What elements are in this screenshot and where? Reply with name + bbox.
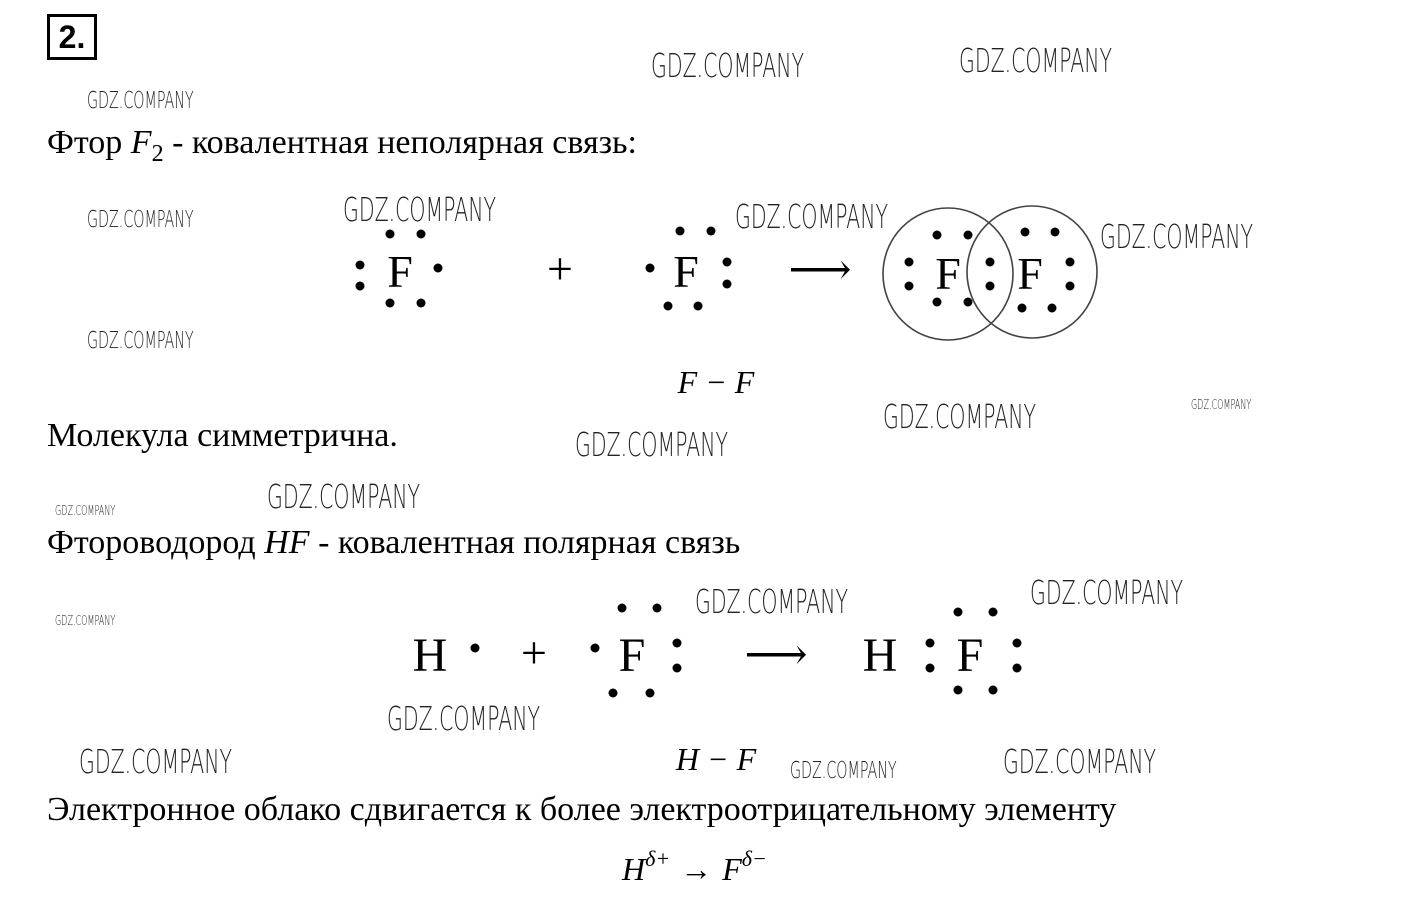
watermark: GDZ.COMPANY (55, 504, 116, 519)
watermark: GDZ.COMPANY (55, 614, 116, 629)
watermark: GDZ.COMPANY (575, 425, 729, 464)
hf-structural-formula: H − F (675, 741, 757, 777)
watermark: GDZ.COMPANY (883, 397, 1037, 436)
f2-heading-suffix: - ковалентная неполярная связь: (163, 124, 637, 161)
f-atom-molecule-right: F (1017, 248, 1043, 299)
f2-formula: F (130, 124, 152, 161)
plus-sign: + (547, 243, 573, 294)
watermark: GDZ.COMPANY (79, 742, 233, 781)
hf-heading-suffix: - ковалентная полярная связь (309, 524, 741, 561)
hf-heading: Фтороводород HF - ковалентная полярная с… (47, 524, 740, 562)
watermark: GDZ.COMPANY (1003, 742, 1157, 781)
watermark: GDZ.COMPANY (387, 699, 541, 738)
polarity-formula: Hδ+ →Fδ− (621, 846, 767, 887)
task-number-box: 2. (47, 14, 97, 60)
watermark: GDZ.COMPANY (343, 190, 497, 229)
f2-conclusion: Молекула симметрична. (47, 417, 398, 454)
f2-heading-prefix: Фтор (47, 124, 131, 161)
f-atom-right: F (673, 246, 699, 297)
watermark: GDZ.COMPANY (1030, 573, 1184, 612)
watermark: GDZ.COMPANY (1191, 398, 1252, 413)
watermark: GDZ.COMPANY (735, 197, 889, 236)
watermark: GDZ.COMPANY (695, 582, 849, 621)
watermark: GDZ.COMPANY (87, 207, 194, 233)
h-atom-molecule: H (863, 629, 898, 682)
watermark: GDZ.COMPANY (87, 328, 194, 354)
watermark: GDZ.COMPANY (790, 758, 897, 784)
watermark: GDZ.COMPANY (87, 88, 194, 114)
f2-heading: Фтор F2 - ковалентная неполярная связь: (47, 124, 637, 168)
f-atom: F (619, 629, 646, 682)
watermark: GDZ.COMPANY (959, 41, 1113, 80)
hf-formula: HF (264, 524, 310, 561)
f-atom-molecule: F (957, 629, 984, 682)
polarity-f-charge: δ− (742, 846, 767, 871)
polarity-f: F (721, 851, 742, 887)
f2-formula-subscript: 2 (151, 140, 164, 167)
watermark: GDZ.COMPANY (651, 46, 805, 85)
watermark: GDZ.COMPANY (1100, 217, 1254, 256)
f-atom-left: F (387, 246, 413, 297)
plus-sign: + (521, 627, 547, 678)
hf-heading-prefix: Фтороводород (47, 524, 265, 561)
polarity-h-charge: δ+ (645, 846, 670, 871)
polarity-arrow: → (680, 851, 712, 887)
reaction-arrow: ⟶ (744, 630, 807, 679)
h-atom: H (413, 629, 448, 682)
f2-structural-formula: F − F (677, 364, 755, 400)
f-atom-molecule-left: F (935, 248, 961, 299)
reaction-arrow: ⟶ (788, 245, 851, 294)
watermark: GDZ.COMPANY (267, 477, 421, 516)
polarity-h: H (621, 851, 647, 887)
hf-conclusion: Электронное облако сдвигается к более эл… (47, 791, 1117, 828)
